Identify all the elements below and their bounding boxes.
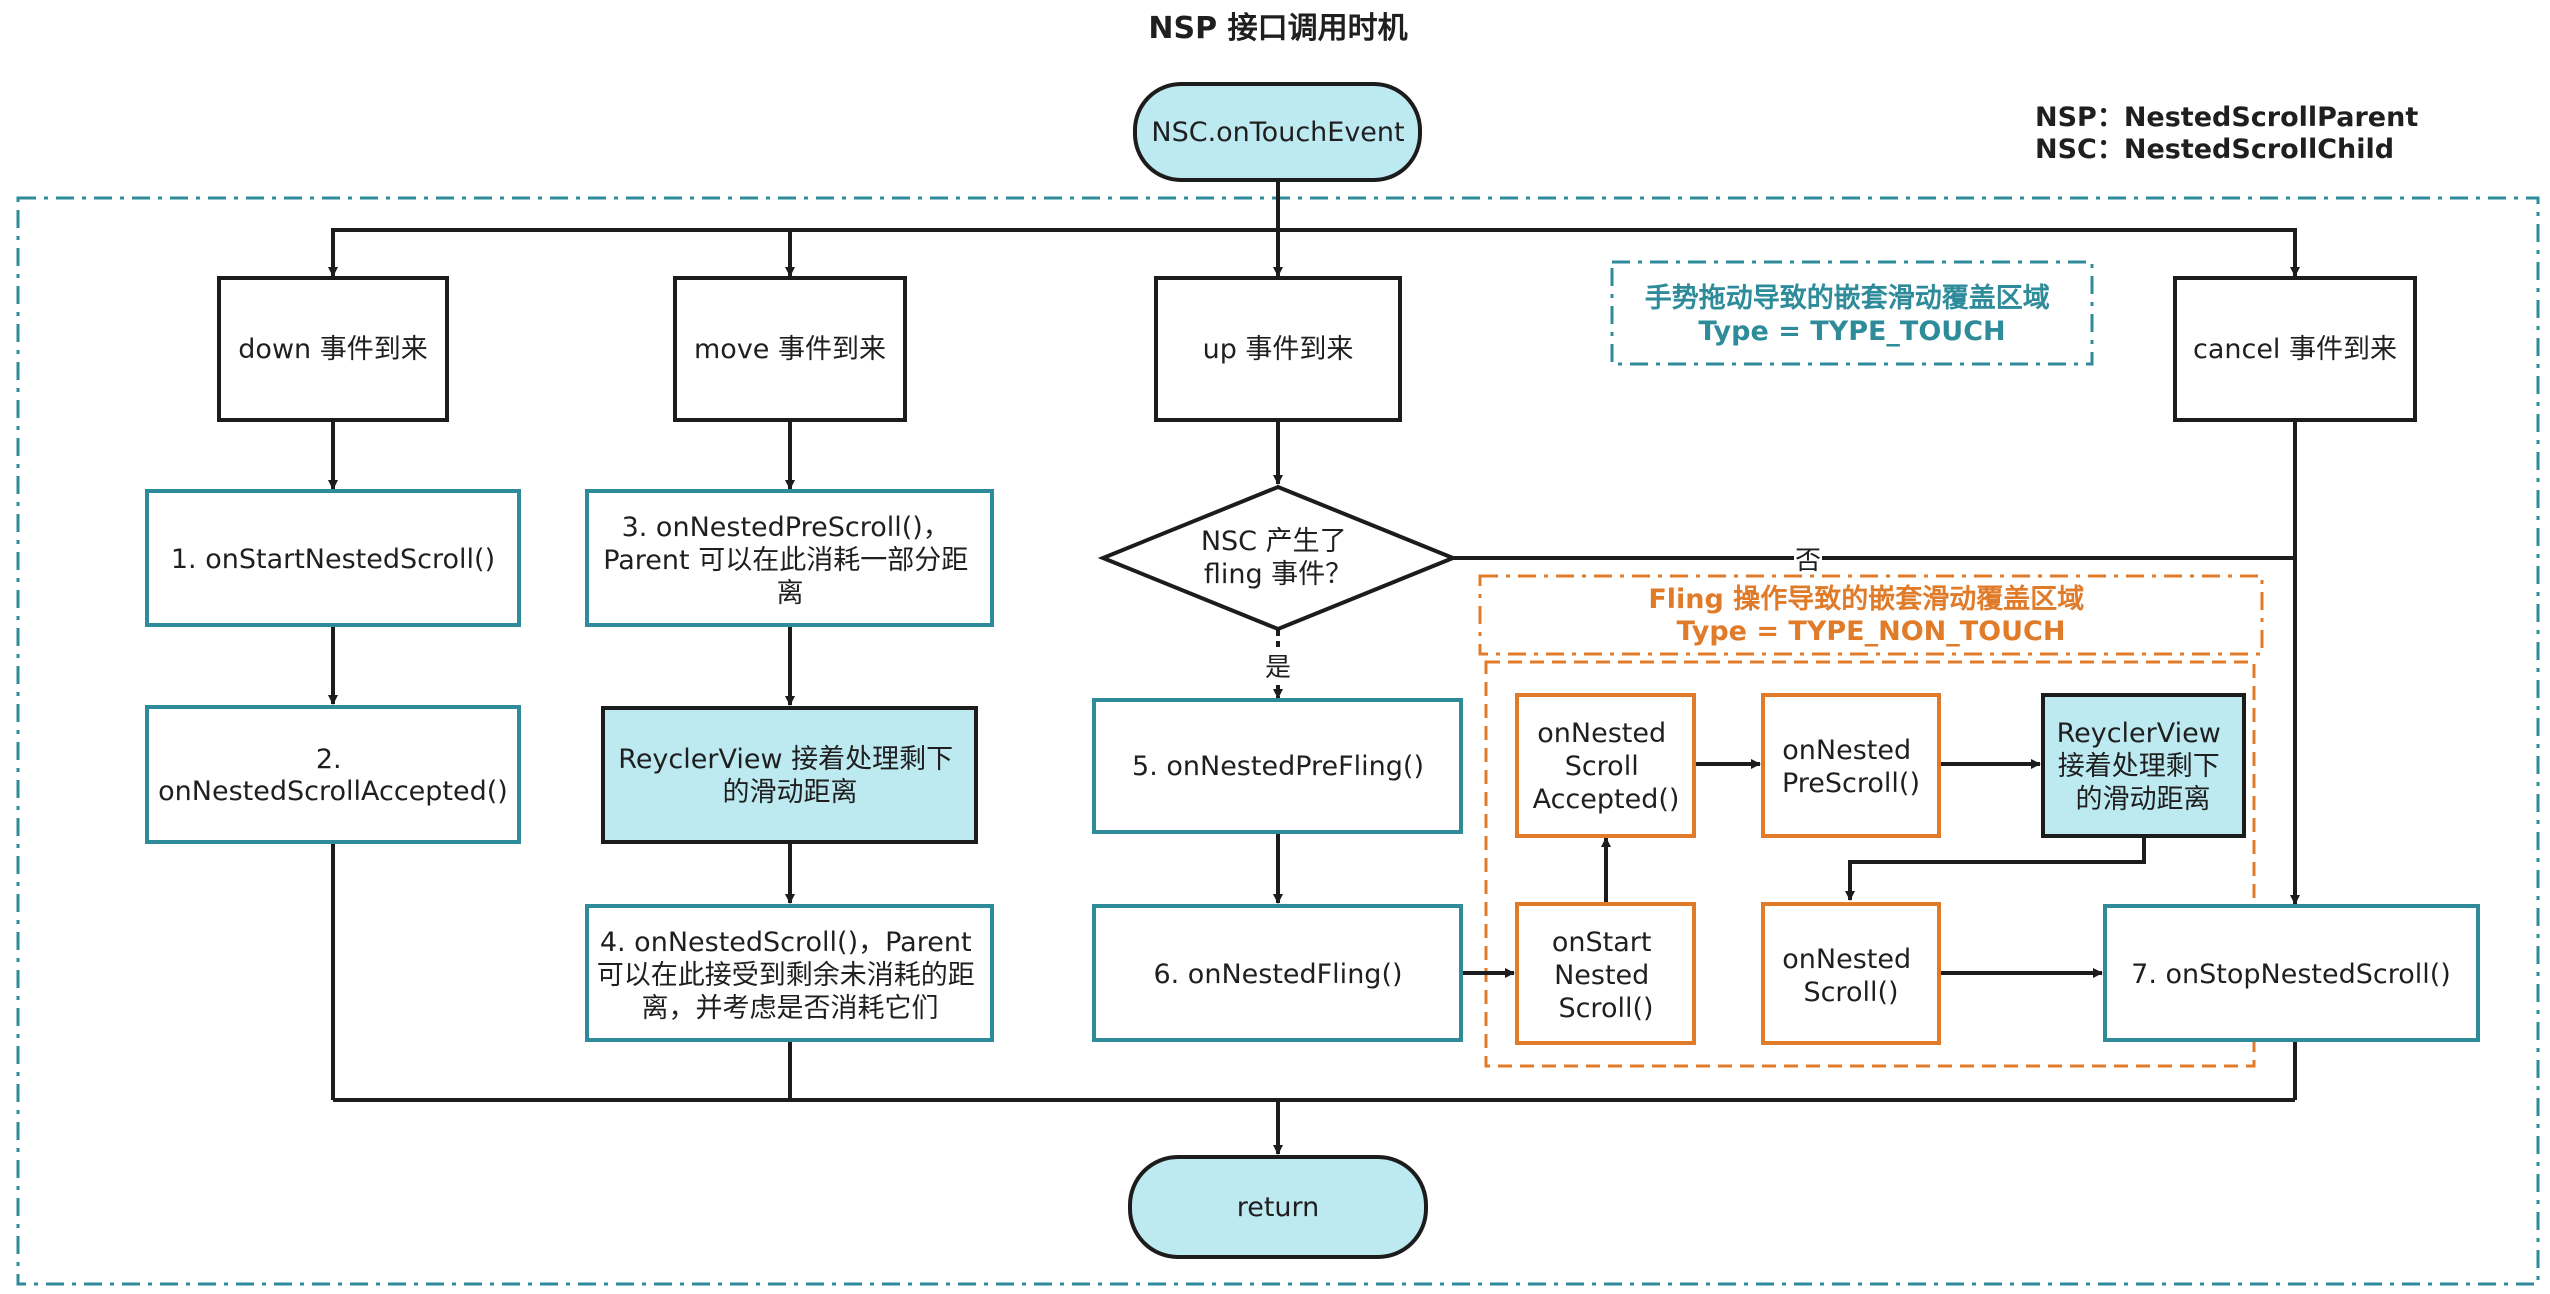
connectors	[328, 182, 2300, 1155]
node-rv2-line2: 接着处理剩下	[2058, 751, 2220, 782]
node-step3: 3. onNestedPreScroll()， Parent 可以在此消耗一部分…	[585, 489, 994, 627]
node-step4-line3: 离，并考虑是否消耗它们	[642, 993, 939, 1024]
node-fling-scroll-line2: Scroll()	[1803, 977, 1898, 1008]
node-step7-text: 7. onStopNestedScroll()	[2131, 959, 2451, 990]
node-rv1-line2: 的滑动距离	[723, 777, 858, 808]
node-step2-line2: onNestedScrollAccepted()	[158, 776, 508, 807]
node-cancel-text: cancel 事件到来	[2193, 334, 2397, 365]
node-rv2-line1: ReyclerView	[2057, 718, 2221, 749]
node-start-text: NSC.onTouchEvent	[1151, 117, 1404, 148]
node-fling-accepted-line1: onNested	[1537, 718, 1666, 749]
no-label: 否	[1795, 546, 1821, 576]
legend-nsp: NSP：NestedScrollParent	[2035, 102, 2418, 133]
svg-text:4. onNestedScroll()，Parent: 4. onNestedScroll()，Parent 可以在此接受到剩余未消耗的…	[597, 927, 984, 1024]
node-recyclerview-2: ReyclerView 接着处理剩下 的滑动距离	[2041, 693, 2246, 838]
node-rv1-line1: ReyclerView 接着处理剩下	[618, 744, 953, 775]
diagram-title: NSP 接口调用时机	[1148, 11, 1407, 46]
touch-region-line2: Type = TYPE_TOUCH	[1698, 316, 2005, 347]
node-down-text: down 事件到来	[238, 334, 427, 365]
svg-text:return: return	[1237, 1192, 1320, 1223]
node-step5: 5. onNestedPreFling()	[1092, 698, 1463, 834]
node-fling-prescroll-line2: PreScroll()	[1782, 768, 1920, 799]
svg-text:NSC.onTouchEvent: NSC.onTouchEvent	[1151, 117, 1404, 148]
svg-text:ReyclerView 接着处理剩下: ReyclerView 接着处理剩下 的滑动距离	[2057, 718, 2230, 815]
fling-region-line2: Type = TYPE_NON_TOUCH	[1677, 616, 2066, 647]
node-recyclerview-1: ReyclerView 接着处理剩下 的滑动距离	[601, 706, 978, 844]
node-fling-start: onStart Nested Scroll()	[1515, 902, 1696, 1045]
fling-region-label-box	[1478, 574, 2264, 656]
svg-text:6. onNestedFling(): 6. onNestedFling()	[1153, 959, 1402, 990]
node-return: return	[1128, 1155, 1428, 1259]
svg-text:move 事件到来: move 事件到来	[694, 334, 886, 365]
yes-label: 是	[1265, 653, 1291, 683]
svg-text:onNested Scroll Ac: onNested Scroll Accepted()	[1533, 718, 1680, 815]
node-step2-line1: 2.	[316, 744, 342, 775]
node-decision-line2: fling 事件？	[1204, 559, 1352, 590]
node-step7: 7. onStopNestedScroll()	[2103, 904, 2480, 1042]
node-move-text: move 事件到来	[694, 334, 886, 365]
node-step4: 4. onNestedScroll()，Parent 可以在此接受到剩余未消耗的…	[585, 904, 994, 1042]
svg-text:2. onNestedScrollAccepte: 2. onNestedScrollAccepted()	[158, 744, 508, 807]
svg-text:NSC 产生了 fling 事件？: NSC 产生了 fling 事件？	[1201, 526, 1355, 590]
node-fling-start-line3: Scroll()	[1558, 993, 1653, 1024]
svg-text:7. onStopNestedScroll(): 7. onStopNestedScroll()	[2131, 959, 2451, 990]
node-fling-scroll-line1: onNested	[1782, 944, 1911, 975]
node-step4-line1: 4. onNestedScroll()，Parent	[600, 927, 972, 958]
svg-text:cancel 事件到来: cancel 事件到来	[2193, 334, 2397, 365]
node-return-text: return	[1237, 1192, 1320, 1223]
node-step4-line2: 可以在此接受到剩余未消耗的距	[597, 960, 975, 991]
svg-text:3. onNestedPreScroll()，: 3. onNestedPreScroll()， Parent 可以在此消耗一部分…	[603, 512, 977, 609]
node-fling-prescroll: onNested PreScroll()	[1761, 693, 1941, 838]
node-rv2-line3: 的滑动距离	[2076, 784, 2211, 815]
node-cancel-event: cancel 事件到来	[2173, 276, 2417, 422]
node-decision-line1: NSC 产生了	[1201, 526, 1347, 557]
node-step2: 2. onNestedScrollAccepted()	[145, 705, 521, 844]
touch-region-line1: 手势拖动导致的嵌套滑动覆盖区域	[1645, 282, 2050, 314]
node-fling-scroll: onNested Scroll()	[1761, 902, 1941, 1045]
svg-text:ReyclerView 接着处理剩下 的滑动距离: ReyclerView 接着处理剩下 的滑动距离	[618, 744, 961, 808]
touch-region-label: 手势拖动导致的嵌套滑动覆盖区域 Type = TYPE_TOUCH	[1645, 282, 2059, 347]
node-fling-prescroll-line1: onNested	[1782, 735, 1911, 766]
node-step6: 6. onNestedFling()	[1092, 904, 1463, 1042]
touch-region-box	[1610, 260, 2094, 366]
svg-text:onNested PreScroll(): onNested PreScroll()	[1782, 735, 1920, 799]
svg-text:down 事件到来: down 事件到来	[238, 334, 427, 365]
node-down-event: down 事件到来	[217, 276, 449, 422]
node-fling-start-line1: onStart	[1552, 927, 1652, 958]
node-move-event: move 事件到来	[673, 276, 907, 422]
fling-region-line1: Fling 操作导致的嵌套滑动覆盖区域	[1648, 583, 2084, 615]
node-fling-accepted-line3: Accepted()	[1533, 784, 1680, 815]
node-decision: NSC 产生了 fling 事件？	[1097, 484, 1459, 632]
node-start: NSC.onTouchEvent	[1133, 82, 1422, 182]
node-fling-start-line2: Nested	[1554, 960, 1649, 991]
node-step5-text: 5. onNestedPreFling()	[1132, 751, 1424, 782]
svg-text:onNested Scroll(): onNested Scroll()	[1782, 944, 1919, 1008]
node-step3-line3: 离	[777, 578, 804, 609]
fling-region-label: Fling 操作导致的嵌套滑动覆盖区域 Type = TYPE_NON_TOUC…	[1648, 583, 2093, 647]
node-step1-text: 1. onStartNestedScroll()	[171, 544, 495, 575]
legend-nsc: NSC：NestedScrollChild	[2035, 134, 2394, 165]
node-step6-text: 6. onNestedFling()	[1153, 959, 1402, 990]
node-fling-accepted: onNested Scroll Accepted()	[1515, 693, 1696, 838]
node-step3-line1: 3. onNestedPreScroll()，	[622, 512, 950, 543]
svg-text:5. onNestedPreFling(): 5. onNestedPreFling()	[1132, 751, 1424, 782]
node-fling-accepted-line2: Scroll	[1565, 751, 1639, 782]
node-step1: 1. onStartNestedScroll()	[145, 489, 521, 627]
node-step3-line2: Parent 可以在此消耗一部分距	[603, 545, 968, 576]
node-up-event: up 事件到来	[1154, 276, 1402, 422]
node-up-text: up 事件到来	[1203, 334, 1354, 365]
svg-text:onStart Nested Scr: onStart Nested Scroll()	[1552, 927, 1660, 1024]
fling-region-area	[1484, 660, 2256, 1068]
svg-text:up 事件到来: up 事件到来	[1203, 334, 1354, 365]
svg-text:1. onStartNestedScroll(): 1. onStartNestedScroll()	[171, 544, 495, 575]
